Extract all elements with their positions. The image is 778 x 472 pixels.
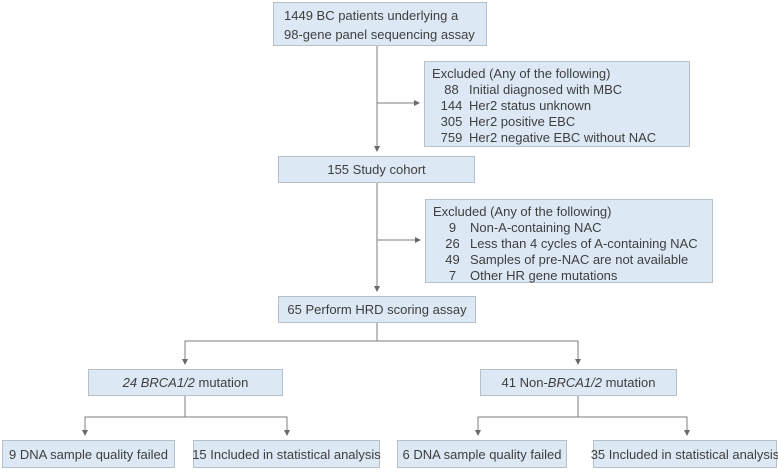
arrow-nonbrca-split xyxy=(475,396,690,436)
node-label-part: 24 BRCA1/2 xyxy=(122,375,195,390)
node-brca-mutation: 24 BRCA1/2 mutation xyxy=(88,369,283,396)
node-excluded-2: Excluded (Any of the following) 9 Non-A-… xyxy=(425,199,713,283)
node-line: 98-gene panel sequencing assay xyxy=(284,27,475,42)
node-nonbrca-mutation: 41 Non-BRCA1/2 mutation xyxy=(480,369,677,396)
node-label-part: 41 Non- xyxy=(501,375,548,390)
node-label-part: mutation xyxy=(601,375,656,390)
excluded-item: 7 Other HR gene mutations xyxy=(448,268,618,283)
excluded-item: 759 Her2 negative EBC without NAC xyxy=(440,130,657,145)
node-label-part: mutation xyxy=(194,375,249,390)
excluded-title: Excluded (Any of the following) xyxy=(432,66,611,81)
node-line: 1449 BC patients underlying a xyxy=(284,8,459,23)
node-total-patients: 1449 BC patients underlying a 98-gene pa… xyxy=(273,2,487,46)
arrow-cohort-to-hrd xyxy=(374,183,421,292)
excluded-item: 9 Non-A-containing NAC xyxy=(448,220,602,235)
excluded-item: 26 Less than 4 cycles of A-containing NA… xyxy=(445,236,698,251)
node-quality-failed-nonbrca: 6 DNA sample quality failed xyxy=(397,440,567,468)
node-study-cohort: 155 Study cohort xyxy=(278,156,475,183)
node-hrd-assay: 65 Perform HRD scoring assay xyxy=(278,296,476,323)
node-included-brca: 15 Included in statistical analysis xyxy=(192,440,381,468)
node-label-part: BRCA1/2 xyxy=(547,375,602,390)
arrow-brca-split xyxy=(82,396,290,436)
excluded-title: Excluded (Any of the following) xyxy=(433,204,612,219)
arrow-hrd-split xyxy=(182,323,581,365)
excluded-item: 49 Samples of pre-NAC are not available xyxy=(445,252,689,267)
excluded-item: 144 Her2 status unknown xyxy=(440,98,592,113)
node-included-nonbrca: 35 Included in statistical analysis xyxy=(591,440,778,468)
excluded-item: 88 Initial diagnosed with MBC xyxy=(444,82,623,97)
node-quality-failed-brca: 9 DNA sample quality failed xyxy=(2,440,175,468)
arrow-top-to-cohort xyxy=(374,46,420,152)
node-excluded-1: Excluded (Any of the following) 88 Initi… xyxy=(424,61,690,147)
excluded-item: 305 Her2 positive EBC xyxy=(440,114,576,129)
